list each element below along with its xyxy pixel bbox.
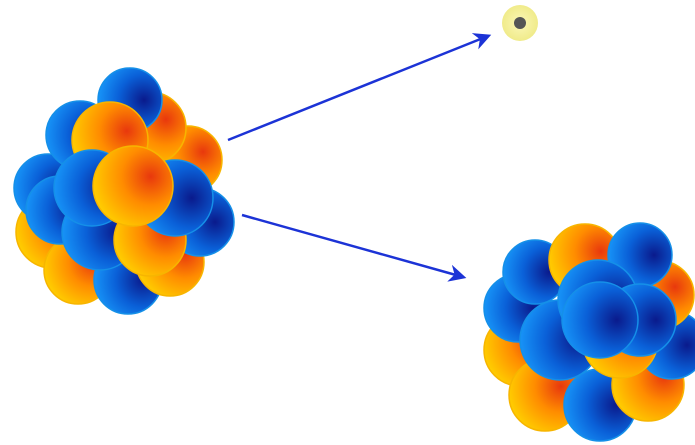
daughter-nucleus: [484, 223, 695, 441]
proton: [93, 146, 173, 226]
neutron: [562, 282, 638, 358]
small-particle-icon: [514, 17, 526, 29]
parent-nucleus: [14, 68, 234, 314]
arrow-to-daughter: [242, 215, 463, 277]
arrow-to-particle: [228, 36, 488, 140]
emitted-particle: [502, 5, 538, 41]
